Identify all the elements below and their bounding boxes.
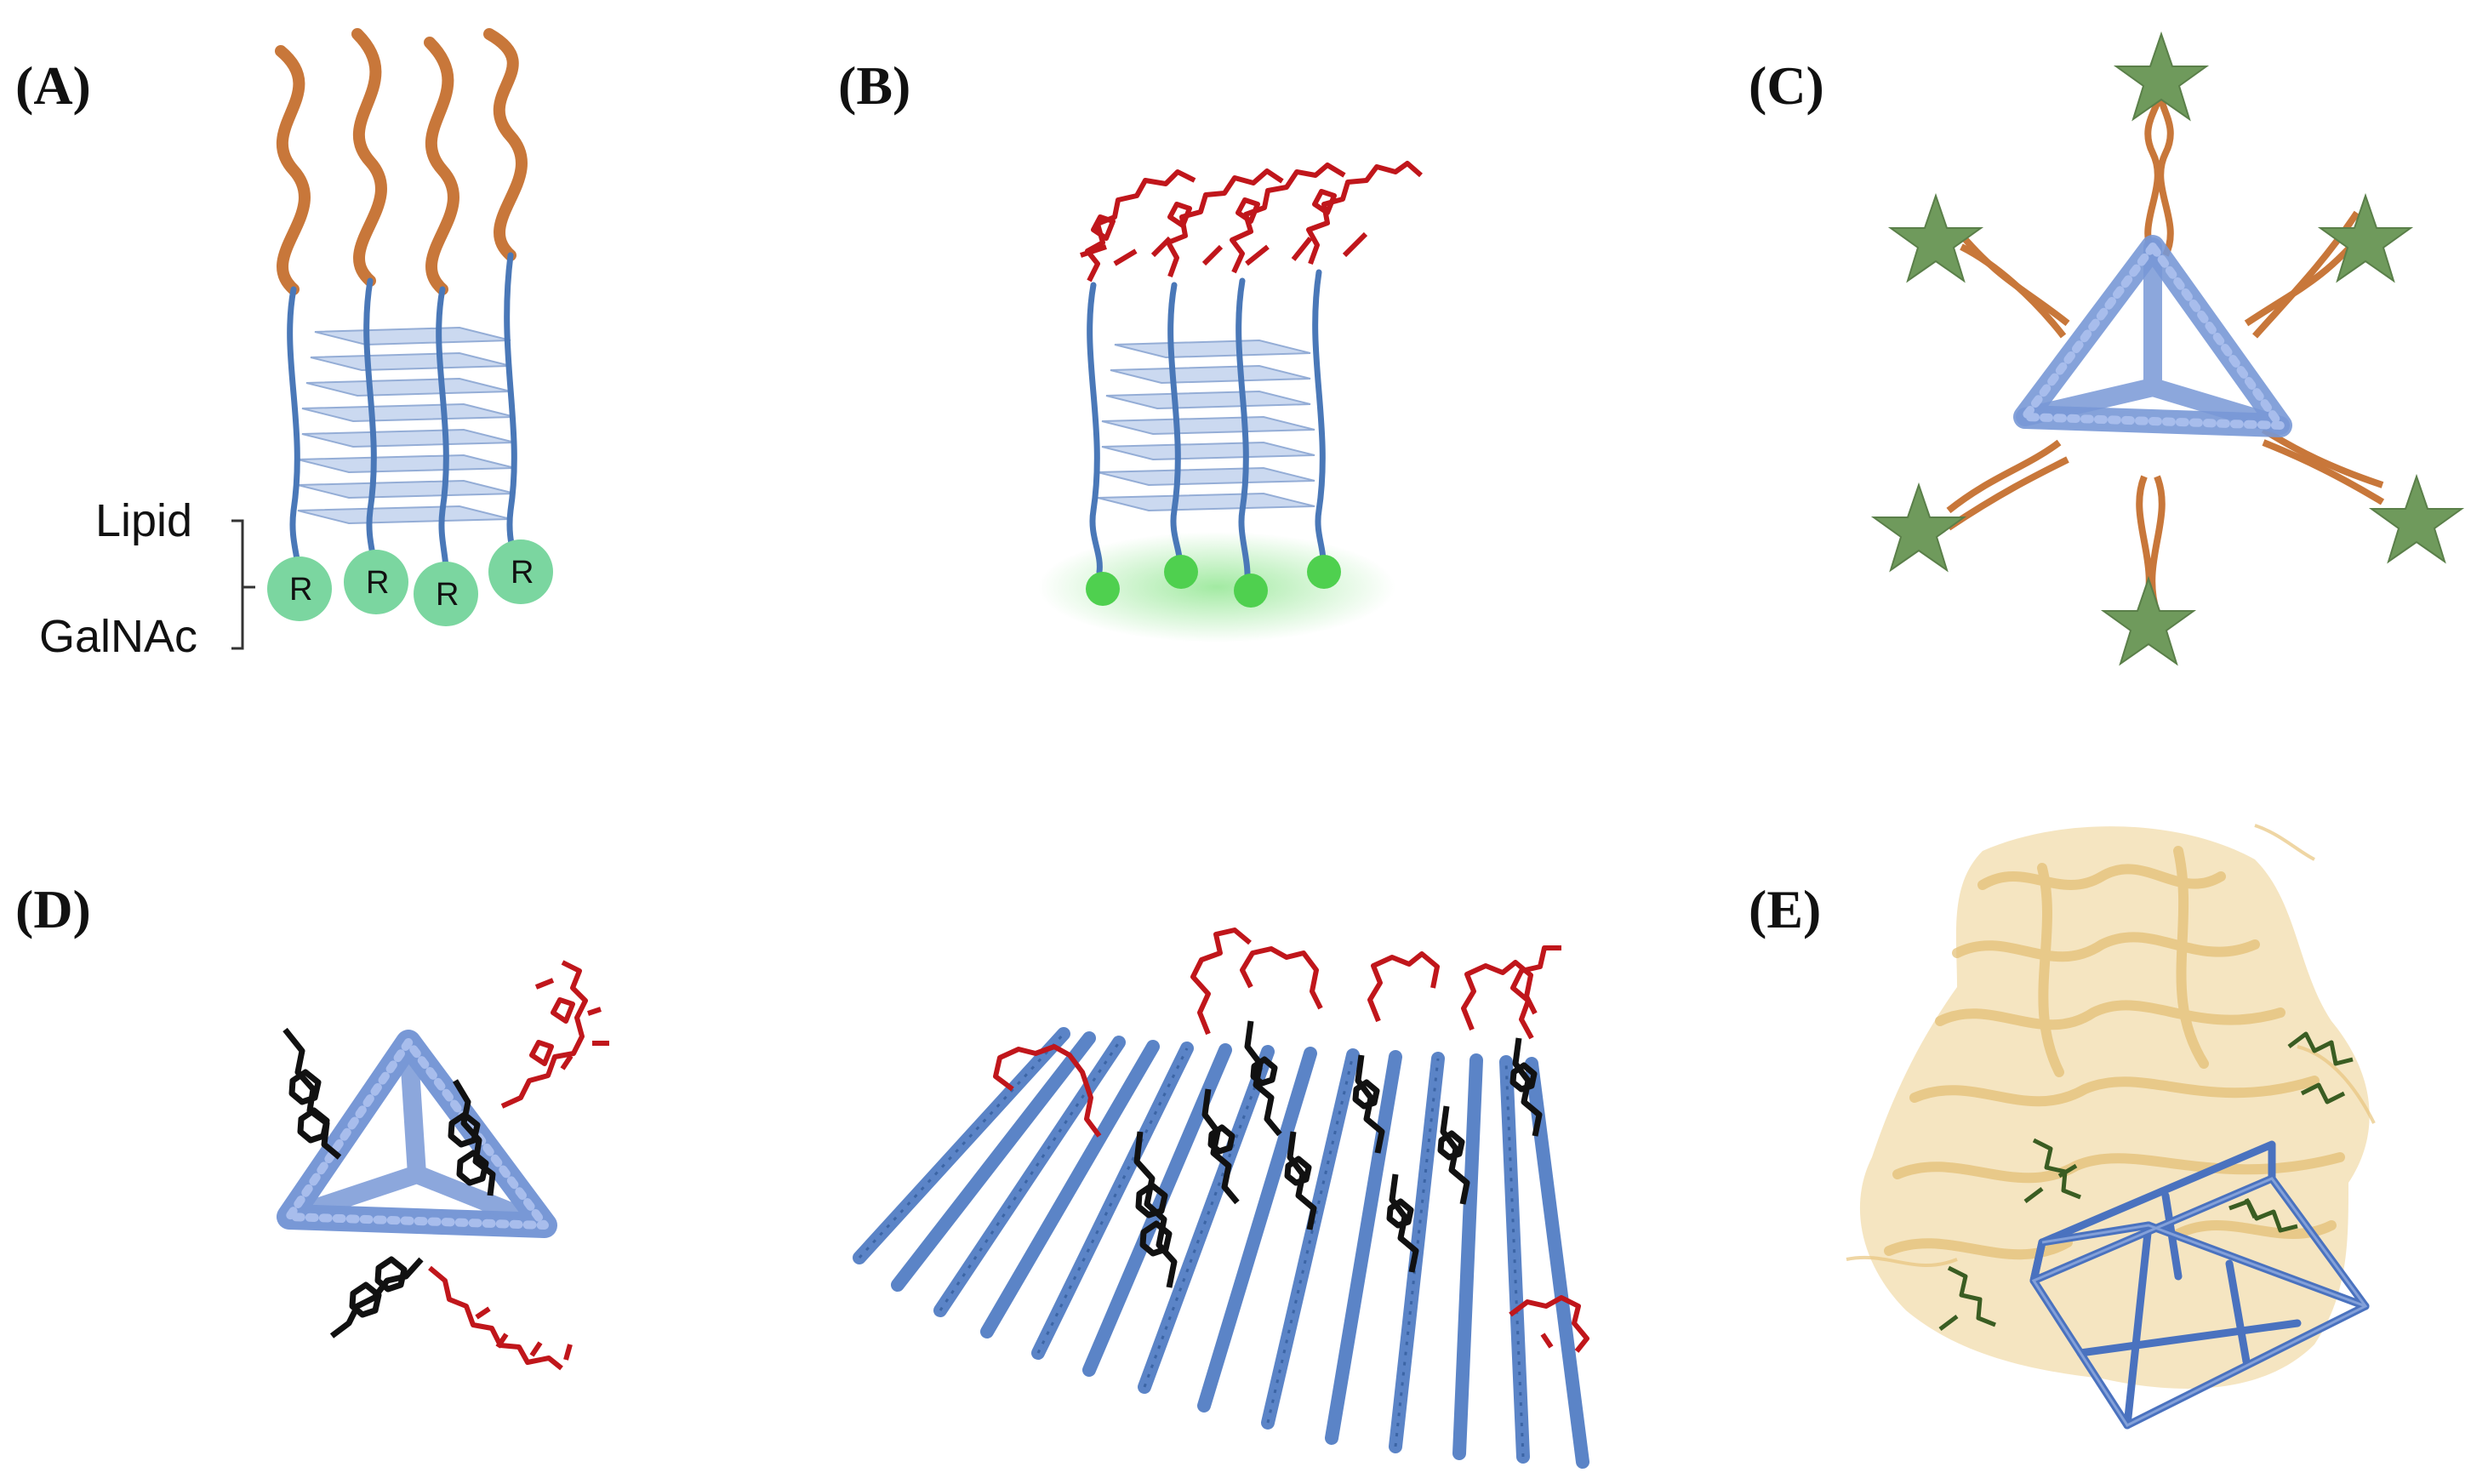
protein-ribbon-icon: [1846, 824, 2376, 1389]
rna-duplex-arms: [1946, 78, 2385, 614]
panel-c: (C): [1749, 31, 2465, 666]
rna-strand-icon: [275, 28, 528, 295]
cholesterol-molecule-icon: [1133, 1020, 1543, 1288]
r-label: R: [436, 577, 459, 613]
ligand-spheres: [1086, 555, 1341, 608]
r-label: R: [366, 565, 389, 601]
cholesterol-molecule-icon: [282, 1027, 496, 1338]
dna-tetrahedron-icon: [2013, 235, 2292, 437]
panel-e: (E): [1749, 824, 2376, 1430]
dna-stack: [1087, 269, 1327, 591]
panel-d-label: (D): [15, 879, 91, 939]
panel-a: (A): [15, 28, 553, 662]
lipid-label: Lipid: [95, 495, 192, 546]
glow: [1038, 532, 1395, 642]
panel-e-label: (E): [1749, 879, 1821, 939]
ligand-molecule-icon: [1938, 1031, 2354, 1331]
galnac-label: GalNAc: [39, 611, 197, 662]
panel-c-label: (C): [1749, 55, 1824, 116]
r-label: R: [511, 555, 534, 591]
dna-stack: [287, 252, 519, 599]
panel-d: (D): [15, 879, 609, 1371]
bracket: [231, 519, 255, 650]
drug-molecule-icon: [428, 960, 609, 1371]
drug-molecule-icon: [993, 928, 1589, 1353]
panel-a-label: (A): [15, 55, 91, 116]
galnac-ligands: R R R R: [267, 539, 553, 626]
drug-molecule-icon: [1080, 161, 1423, 283]
dna-bundle-icon: [853, 928, 1589, 1469]
panel-b-label: (B): [838, 55, 910, 116]
r-label: R: [289, 572, 312, 608]
star-ligand-icon: [1870, 31, 2465, 666]
panel-b: (B): [838, 55, 1423, 642]
